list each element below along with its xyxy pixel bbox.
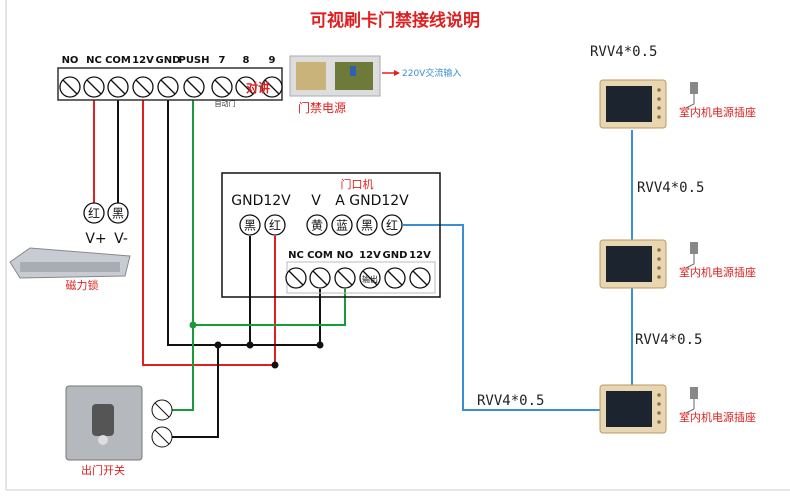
- auto-door-label: 自动门: [215, 99, 236, 108]
- indoor-monitor: [599, 79, 667, 129]
- door-unit-wire-badge: 蓝: [331, 214, 353, 236]
- door-unit-wire-badge: 红: [381, 214, 403, 236]
- controller-terminal-screw: [183, 76, 205, 98]
- door-unit-terminal-screw: [285, 267, 307, 289]
- magnetic-lock-image: [9, 247, 131, 279]
- wire-gnd-black: [167, 100, 321, 346]
- arrow-right-icon: [394, 70, 400, 76]
- cable-label-low: RVV4*0.5: [635, 332, 702, 348]
- exit-button-image: [65, 385, 143, 461]
- controller-terminal-label: 12V: [132, 55, 154, 66]
- door-unit-wire-badge-text: 红: [386, 218, 398, 233]
- door-unit-terminal-label: NO: [337, 250, 354, 261]
- power-plug-icon: [685, 82, 698, 109]
- door-unit-terminal-label: COM: [307, 250, 333, 261]
- lock-black-wire-badge-text: 黑: [112, 207, 124, 221]
- controller-terminal-screw: [211, 76, 233, 98]
- door-unit-terminal-label: GND: [383, 250, 408, 261]
- power-plug-icon: [685, 242, 698, 269]
- indoor-power-label: 室内机电源插座: [679, 105, 756, 119]
- door-unit-terminal-label: 12V: [409, 250, 431, 261]
- door-unit-wire-badge: 红: [264, 214, 286, 236]
- controller-terminal-label: PUSH: [178, 55, 209, 66]
- power-supply-label: 门禁电源: [298, 100, 346, 115]
- controller-terminal-label: 8: [243, 55, 250, 66]
- controller-terminal-label: GND: [156, 55, 181, 66]
- indoor-monitor: [599, 384, 667, 434]
- controller-terminal-label: NO: [62, 55, 79, 66]
- door-unit-terminal-label: 12V: [359, 250, 381, 261]
- door-unit-wire-badge: 黑: [239, 214, 261, 236]
- exit-button-terminals: [151, 399, 173, 448]
- door-unit-terminal-screw: [359, 267, 381, 289]
- door-unit-label-v: V: [311, 193, 321, 209]
- wire-exit-gnd: [172, 345, 219, 438]
- door-unit-terminal-screw: [309, 267, 331, 289]
- power-input-label: 220V交流输入: [402, 67, 461, 79]
- door-unit-label-gnd12v: GND12V: [231, 193, 291, 209]
- controller-terminal-label: COM: [105, 55, 131, 66]
- lock-label: 磁力锁: [66, 278, 99, 292]
- wires: [93, 100, 633, 438]
- power-plug-icon: [685, 387, 698, 414]
- indoor-power-label: 室内机电源插座: [679, 410, 756, 424]
- controller-terminal-screw: [83, 76, 105, 98]
- controller-terminal-label: 7: [219, 55, 226, 66]
- diagram-title: 可视刷卡门禁接线说明: [310, 10, 480, 31]
- power-supply-image: [289, 55, 381, 97]
- wire-bus-blue: [403, 224, 600, 411]
- indoor-power-label: 室内机电源插座: [679, 265, 756, 279]
- junction-dots: [189, 321, 324, 369]
- exit-button-label: 出门开关: [81, 463, 125, 477]
- controller-terminal-screw: [107, 76, 129, 98]
- controller-terminal-screw: [59, 76, 81, 98]
- lock-plus-label: V+: [85, 231, 106, 247]
- controller-terminal-screw: [261, 76, 283, 98]
- door-unit-label-a-gnd12v: A GND12V: [335, 193, 409, 209]
- output-label: 输出: [362, 274, 378, 284]
- cable-label-mid: RVV4*0.5: [637, 180, 704, 196]
- cable-label-top: RVV4*0.5: [590, 44, 657, 60]
- door-unit-title: 门口机: [341, 177, 374, 191]
- door-unit-terminal-screw: [409, 267, 431, 289]
- intercom-label: 对讲: [246, 80, 270, 95]
- controller-terminal-screw: [235, 76, 257, 98]
- door-unit-wire-badge-text: 黄: [311, 219, 323, 233]
- wire-exit-push: [172, 325, 194, 411]
- wire-12v-red: [142, 100, 276, 366]
- door-unit-wire-badge: 黄: [306, 214, 328, 236]
- lock-minus-label: V-: [114, 231, 128, 247]
- wire-push-green: [192, 100, 346, 326]
- door-unit-wire-badge-text: 黑: [361, 219, 373, 233]
- lock-black-wire-badge: 黑: [107, 202, 129, 224]
- door-unit-wire-badge: 黑: [356, 214, 378, 236]
- controller-terminal-screw: [132, 76, 154, 98]
- door-unit-terminal-label: NC: [288, 250, 304, 261]
- door-unit-wire-badge-text: 红: [269, 218, 281, 233]
- lock-red-wire-badge-text: 红: [88, 206, 100, 221]
- door-unit-wire-badge-text: 蓝: [336, 219, 348, 233]
- indoor-monitor: [599, 239, 667, 289]
- controller-terminal-screw: [157, 76, 179, 98]
- controller-terminal-label: NC: [86, 55, 102, 66]
- door-unit-terminal-screw: [334, 267, 356, 289]
- door-unit-box: [221, 172, 441, 298]
- cable-label-bus: RVV4*0.5: [477, 393, 544, 409]
- door-unit-terminal-screw: [384, 267, 406, 289]
- lock-red-wire-badge: 红: [83, 202, 105, 224]
- door-unit-wire-badge-text: 黑: [244, 219, 256, 233]
- controller-terminal-label: 9: [269, 55, 276, 66]
